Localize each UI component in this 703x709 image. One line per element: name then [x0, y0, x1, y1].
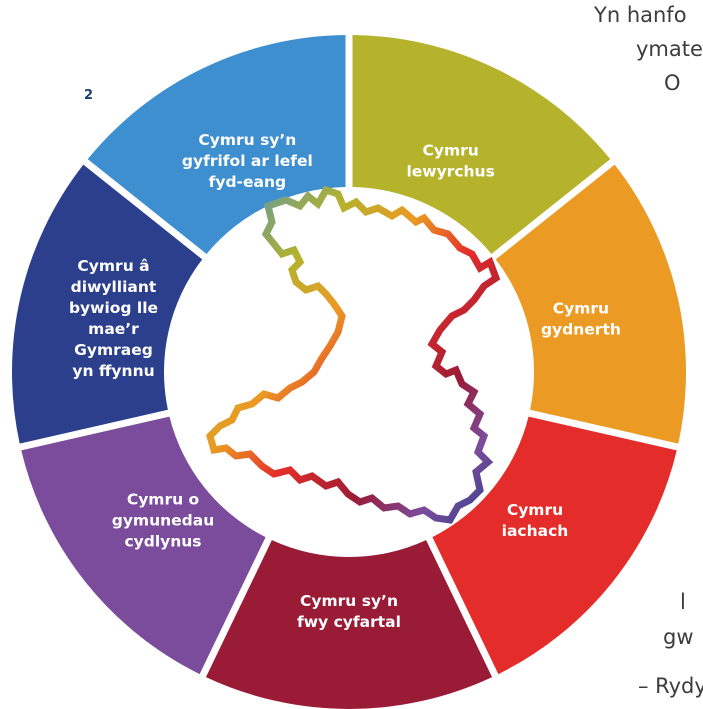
wales-map-outline — [206, 185, 501, 524]
segment-more-equal — [205, 540, 493, 709]
segment-label-line: bywiog lle — [69, 299, 158, 317]
segment-label-line: diwylliant — [71, 278, 157, 296]
segment-label-line: iachach — [502, 522, 569, 540]
background-text-line-6: – Rydy — [638, 674, 703, 698]
segment-label-line: Cymru â — [77, 257, 149, 275]
segment-label-line: Cymru sy’n — [300, 592, 398, 610]
segment-label-line: fwy cyfartal — [297, 613, 401, 631]
segment-label-healthier: Cymru iachach — [502, 501, 569, 540]
segment-label-line: lewyrchus — [406, 162, 494, 180]
background-text-line-5: gw — [663, 625, 694, 649]
segment-resilient — [495, 164, 686, 444]
segment-label-line: mae’r — [88, 320, 139, 338]
background-text-line-4: l — [680, 590, 686, 614]
segment-healthier — [432, 416, 677, 675]
segment-label-globally-responsive: Cymru sy’n gyfrifol ar lefel fyd-eang — [182, 131, 313, 191]
segment-label-line: Cymru — [553, 300, 609, 318]
segment-vibrant-culture — [11, 164, 203, 444]
segment-label-line: Cymru sy’n — [198, 131, 296, 149]
background-text-line-3: O — [664, 71, 681, 95]
segment-label-more-equal: Cymru sy’n fwy cyfartal — [297, 592, 401, 631]
segment-label-line: yn ffynnu — [72, 362, 154, 380]
background-text-line-1: Yn hanfo — [594, 3, 687, 27]
segment-label-line: Cymru o — [127, 490, 199, 508]
segment-label-line: gymunedau — [112, 511, 215, 529]
background-text-line-2: ymate — [636, 37, 703, 61]
segment-label-line: cydlynus — [124, 532, 201, 550]
segment-label-resilient: Cymru gydnerth — [541, 300, 621, 339]
segment-label-line: Cymru — [507, 501, 563, 519]
segment-label-line: Gymraeg — [74, 341, 153, 359]
segment-label-line: gydnerth — [541, 321, 621, 339]
wheel-segments — [11, 35, 686, 709]
segment-label-line: fyd-eang — [209, 173, 286, 191]
segment-label-line: Cymru — [422, 141, 478, 159]
segment-prosperous — [352, 35, 611, 254]
segment-label-prosperous: Cymru lewyrchus — [406, 141, 494, 180]
segment-label-cohesive-communities: Cymru o gymunedau cydlynus — [112, 490, 215, 550]
segment-cohesive-communities — [21, 416, 266, 675]
page-number: 2 — [84, 88, 94, 103]
segment-label-line: gyfrifol ar lefel — [182, 152, 313, 170]
